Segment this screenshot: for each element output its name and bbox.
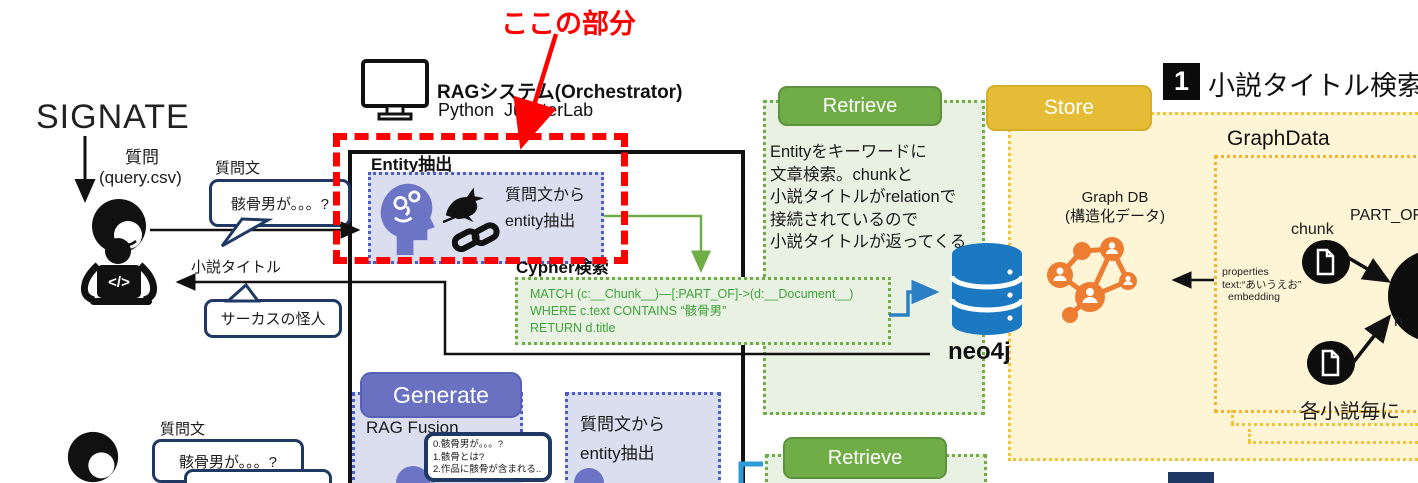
novel-node-label: n xyxy=(1394,313,1403,330)
step-number: 1 xyxy=(1173,66,1190,96)
rag-fusion-bubble-line1: 0.骸骨男が。。。? xyxy=(433,439,504,450)
retrieve1-desc-line: 文章検索。chunkと xyxy=(770,165,914,184)
retrieve1-label: Retrieve xyxy=(822,94,898,117)
cypher-box: MATCH (c:__Chunk__)—[:PART_OF]->(d:__Doc… xyxy=(515,277,891,345)
store-pill: Store xyxy=(986,85,1152,131)
annotation-label: ここの部分 xyxy=(501,9,636,39)
graphdata-title: GraphData xyxy=(1227,127,1330,150)
entity-extract-heading: Entity抽出 xyxy=(371,155,453,174)
chunk-label: chunk xyxy=(1291,221,1334,238)
user-laptop-icon: </> xyxy=(80,238,158,305)
novel-title-label: 小説タイトル xyxy=(191,259,282,276)
query-label-line2: (query.csv) xyxy=(99,168,182,187)
answer-bubble-text: サーカスの怪人 xyxy=(220,311,326,328)
retrieve2-pill: Retrieve xyxy=(783,437,947,479)
user-icon xyxy=(67,431,119,483)
rag-fusion-bubble-line3: 2.作品に骸骨が含まれる.. xyxy=(433,464,542,475)
retrieve1-desc-line: Entityをキーワードに xyxy=(770,143,927,161)
monitor-icon xyxy=(361,59,429,121)
retrieve1-description: Entityをキーワードに 文章検索。chunkと 小説タイトルがrelatio… xyxy=(770,141,982,254)
entity-extract-text: 質問文から entity抽出 xyxy=(505,183,585,235)
step2-badge-partial xyxy=(1168,472,1214,483)
signate-logo: SIGNATE xyxy=(36,98,190,136)
svg-text:</>: </> xyxy=(108,274,130,291)
properties-line1: properties xyxy=(1222,266,1269,278)
generate-entity-text-line2: entity抽出 xyxy=(580,444,655,463)
query-label-line1: 質問 xyxy=(125,148,159,167)
cypher-code-line3: RETURN d.title xyxy=(530,321,616,335)
retrieve1-desc-line: 接続されているので xyxy=(770,210,919,229)
orchestrator-subtitle: Python JupyterLab xyxy=(438,100,594,120)
answer-bubble: サーカスの怪人 xyxy=(204,299,342,338)
retrieve2-label: Retrieve xyxy=(827,446,903,469)
neo4j-database-icon xyxy=(950,243,1024,335)
graphdb-label-line2: (構造化データ) xyxy=(1065,208,1165,225)
relation-label: PART_OF xyxy=(1350,207,1418,224)
query-label: 質問 (query.csv) xyxy=(99,143,182,188)
generate-pill: Generate xyxy=(360,372,522,418)
highlight-dashed-box xyxy=(333,133,628,264)
orchestrator-title: RAGシステム(Orchestrator) xyxy=(437,82,683,103)
graphdb-label: Graph DB (構造化データ) xyxy=(1040,188,1190,226)
graphdata-note: 各小説毎に xyxy=(1300,401,1400,423)
generate-label: Generate xyxy=(393,381,489,408)
cypher-code-line2: WHERE c.text CONTAINS “骸骨男” xyxy=(530,304,727,318)
retrieve1-box xyxy=(763,100,985,415)
step-number-badge: 1 xyxy=(1163,63,1200,100)
rag-fusion-bubble: 0.骸骨男が。。。? 1.骸骨とは? 2.作品に骸骨が含まれる.. xyxy=(424,432,552,482)
graphdata-stack-edge xyxy=(1231,423,1418,428)
properties-line2: text:“あいうえお” xyxy=(1222,278,1302,291)
step-title: 小説タイトル検索 xyxy=(1208,71,1418,101)
question-bubble3-partial xyxy=(184,469,332,483)
graphdata-stack-edge xyxy=(1248,441,1418,446)
crow-icon xyxy=(442,187,485,223)
chain-link-icon xyxy=(452,222,500,253)
entity-extract-text-line1: 質問文から xyxy=(505,187,586,204)
brain-head-icon-partial xyxy=(574,468,604,483)
graphdb-label-line1: Graph DB xyxy=(1081,189,1149,206)
retrieve1-desc-line: 小説タイトルが返ってくる xyxy=(770,233,967,251)
graphdata-stack-edge xyxy=(1231,410,1236,424)
neo4j-label: neo4j xyxy=(948,338,1011,365)
question-bubble2-text: 骸骨男が。。。? xyxy=(178,453,278,471)
rag-fusion-bubble-line2: 1.骸骨とは? xyxy=(433,451,485,463)
store-label: Store xyxy=(1043,96,1095,119)
generate-entity-text: 質問文から entity抽出 xyxy=(580,410,665,468)
question-label2: 質問文 xyxy=(160,421,206,438)
graphdata-box xyxy=(1214,155,1418,413)
question-bubble: 骸骨男が。。。? xyxy=(209,179,351,227)
chunk-node-icon xyxy=(1302,240,1350,284)
cypher-code-line1: MATCH (c:__Chunk__)—[:PART_OF]->(d:__Doc… xyxy=(530,287,854,301)
entity-extract-text-line2: entity抽出 xyxy=(505,213,576,230)
question-bubble-text: 骸骨男が。。。? xyxy=(230,195,330,213)
properties-line3: embedding xyxy=(1228,291,1280,303)
question-label: 質問文 xyxy=(215,160,261,177)
brain-head-icon-partial xyxy=(396,466,430,483)
retrieve1-pill: Retrieve xyxy=(778,86,942,126)
generate-entity-text-line1: 質問文から xyxy=(580,415,665,434)
user-icon xyxy=(92,199,146,253)
retrieve1-desc-line: 小説タイトルがrelationで xyxy=(770,188,957,206)
properties-note: properties text:“あいうえお” embedding xyxy=(1222,266,1301,304)
brain-head-icon xyxy=(380,183,435,255)
chunk-node-icon xyxy=(1307,341,1355,385)
graphdata-stack-edge xyxy=(1248,429,1253,442)
graph-network-icon xyxy=(1047,237,1137,323)
generate-entity-box xyxy=(565,392,721,483)
